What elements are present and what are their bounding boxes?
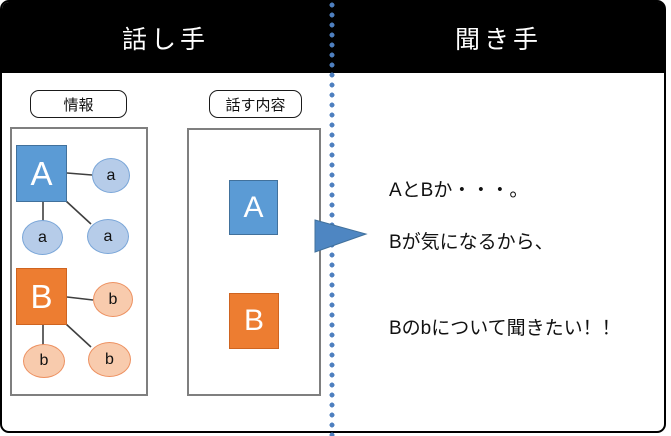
listener-thought-2: Bが気になるから、 — [389, 232, 554, 253]
divider-dotted-line — [329, 0, 335, 436]
knowledge-box — [10, 127, 148, 396]
node-b-2: b — [23, 344, 65, 378]
node-B: B — [16, 268, 67, 325]
node-b-1: b — [93, 282, 133, 317]
node-a-1: a — [92, 158, 130, 193]
speech-node-A: A — [229, 180, 278, 235]
node-a-2: a — [22, 220, 63, 255]
speech-content-box — [187, 128, 321, 396]
speaker-title: 話し手 — [121, 25, 209, 54]
listener-thought-3: Bのbについて聞きたい！！ — [389, 318, 621, 339]
listener-title: 聞き手 — [454, 25, 542, 54]
speech-node-B: B — [229, 293, 279, 349]
node-a-3: a — [87, 219, 129, 254]
speech-content-label: 話す内容 — [209, 90, 302, 118]
listener-thought-1: AとBか・・・。 — [389, 180, 529, 201]
node-A: A — [16, 145, 67, 202]
node-b-3: b — [88, 342, 131, 377]
info-label: 情報 — [30, 90, 127, 118]
